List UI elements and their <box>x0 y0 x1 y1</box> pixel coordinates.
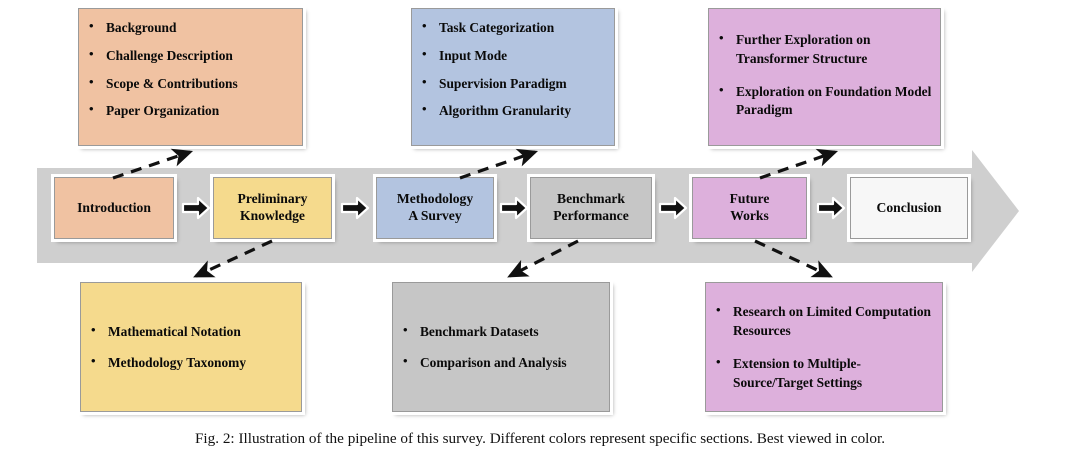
right-block-arrow-icon <box>658 196 688 220</box>
list-item: • Task Categorization <box>422 18 555 35</box>
stage-box-future-works[interactable]: Future Works <box>689 174 810 242</box>
bullet-list: • Mathematical Notation • Methodology Ta… <box>91 323 295 373</box>
stage-label-line1: Future <box>729 191 770 207</box>
stage-box-methodology-a-survey[interactable]: Methodology A Survey <box>373 174 497 242</box>
detail-panel-benchmark-performance: • Benchmark Datasets • Comparison and An… <box>389 279 613 415</box>
list-item: • Paper Organization <box>89 101 220 119</box>
bullet-icon: • <box>422 73 427 89</box>
list-item: • Exploration on Foundation Model Paradi… <box>719 81 932 118</box>
stage-label-line2: Works <box>730 208 769 223</box>
stage-label-line1: Methodology <box>396 191 474 207</box>
list-item: • Supervision Paradigm <box>422 73 567 91</box>
stage-label: Conclusion <box>876 199 942 215</box>
detail-panel-methodology: • Task Categorization • Input Mode • Sup… <box>408 5 618 149</box>
bullet-list: • Research on Limited Computation Resour… <box>716 303 936 392</box>
bullet-icon: • <box>91 322 96 338</box>
bullet-icon: • <box>91 353 96 368</box>
right-block-arrow-icon <box>816 196 846 220</box>
detail-panel-preliminary-knowledge: • Mathematical Notation • Methodology Ta… <box>77 279 305 415</box>
list-item: • Algorithm Granularity <box>422 101 572 119</box>
list-item: • Methodology Taxonomy <box>91 353 247 370</box>
right-block-arrow-icon <box>499 196 529 220</box>
right-block-arrow-icon <box>181 196 211 220</box>
bullet-icon: • <box>403 322 408 338</box>
detail-panel-introduction: • Background • Challenge Description • S… <box>75 5 306 149</box>
list-item: • Challenge Description <box>89 45 233 63</box>
bullet-icon: • <box>716 354 721 369</box>
bullet-icon: • <box>719 81 724 97</box>
dashed-arrow-methodology <box>459 148 539 180</box>
bullet-icon: • <box>89 73 94 89</box>
stage-box-introduction[interactable]: Introduction <box>51 174 177 242</box>
list-item: • Background <box>89 18 177 35</box>
list-item: • Comparison and Analysis <box>403 353 567 370</box>
bullet-icon: • <box>719 30 724 45</box>
stage-label-line1: Preliminary <box>237 191 308 207</box>
bullet-icon: • <box>422 101 427 117</box>
stage-box-benchmark-performance[interactable]: Benchmark Performance <box>527 174 655 242</box>
dashed-arrow-introduction <box>112 148 194 180</box>
stage-label: Introduction <box>77 199 151 215</box>
bullet-list: • Background • Challenge Description • S… <box>89 19 296 121</box>
bullet-list: • Benchmark Datasets • Comparison and An… <box>403 323 603 373</box>
stage-box-conclusion[interactable]: Conclusion <box>847 174 971 242</box>
stage-label-line1: Benchmark <box>557 191 625 207</box>
list-item: • Research on Limited Computation Resour… <box>716 302 932 339</box>
list-item: • Input Mode <box>422 45 508 63</box>
bullet-icon: • <box>89 45 94 61</box>
bullet-icon: • <box>89 101 94 117</box>
list-item: • Further Exploration on Transformer Str… <box>719 30 871 66</box>
list-item: • Extension to Multiple-Source/Target Se… <box>716 354 863 390</box>
stage-label-line2: Knowledge <box>240 208 305 223</box>
stage-label-line2: A Survey <box>408 208 462 223</box>
dashed-arrow-benchmark <box>507 239 579 278</box>
dashed-arrow-preliminary <box>193 239 273 278</box>
bullet-icon: • <box>716 302 721 318</box>
bullet-icon: • <box>403 353 408 368</box>
list-item: • Mathematical Notation <box>91 322 241 340</box>
stage-box-preliminary-knowledge[interactable]: Preliminary Knowledge <box>210 174 335 242</box>
detail-panel-future-works-bottom: • Research on Limited Computation Resour… <box>702 279 946 415</box>
bullet-icon: • <box>422 18 427 33</box>
list-item: • Benchmark Datasets <box>403 322 539 340</box>
bullet-icon: • <box>89 18 94 33</box>
bullet-list: • Further Exploration on Transformer Str… <box>719 31 934 120</box>
right-block-arrow-icon <box>340 196 370 220</box>
figure-caption: Fig. 2: Illustration of the pipeline of … <box>194 430 886 447</box>
dashed-arrow-future-works-bottom <box>754 239 833 278</box>
bullet-list: • Task Categorization • Input Mode • Sup… <box>422 19 608 121</box>
list-item: • Scope & Contributions <box>89 73 238 91</box>
bullet-icon: • <box>422 45 427 61</box>
dashed-arrow-future-works-top <box>759 148 839 180</box>
detail-panel-future-works-top: • Further Exploration on Transformer Str… <box>705 5 944 149</box>
stage-label-line2: Performance <box>553 208 629 223</box>
